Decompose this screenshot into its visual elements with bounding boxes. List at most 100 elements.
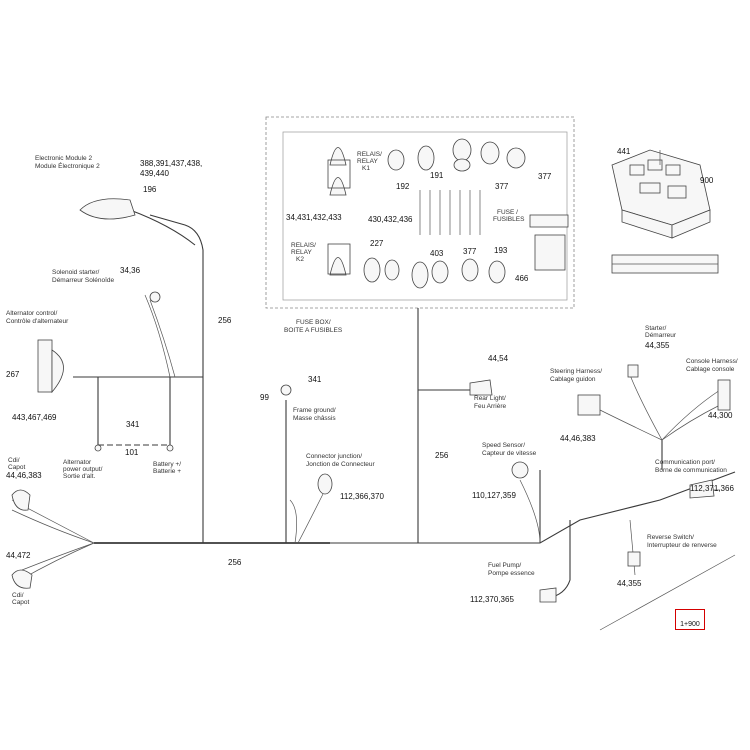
solenoid-connector <box>149 291 161 303</box>
reverse-switch-label: Reverse Switch/ <box>647 534 694 541</box>
svg-text:191: 191 <box>430 171 444 180</box>
starter-connector <box>627 364 639 378</box>
console-label: Console Harness/ <box>686 358 738 365</box>
comm-port-label: Communication port/ <box>655 459 715 466</box>
svg-text:227: 227 <box>370 239 384 248</box>
svg-text:FUSE /: FUSE / <box>497 209 518 216</box>
speed-sensor-part <box>511 461 529 479</box>
svg-text:Pompe essence: Pompe essence <box>488 570 535 577</box>
svg-text:BOITE A FUSIBLES: BOITE A FUSIBLES <box>284 327 343 334</box>
ecm-refs: 388,391,437,438, <box>140 159 202 168</box>
svg-text:Jonction de Connecteur: Jonction de Connecteur <box>306 461 375 468</box>
fuel-pump-label: Fuel Pump/ <box>488 562 521 569</box>
svg-text:Démarreur: Démarreur <box>645 332 677 339</box>
rear-light-connector <box>469 379 493 396</box>
fuse-box-label: FUSE BOX/ <box>296 319 331 326</box>
cdi-top-ref: 44,46,383 <box>6 471 42 480</box>
wire-256-c: 256 <box>435 451 449 460</box>
fuse-refs-b: 430,432,436 <box>368 215 413 224</box>
svg-text:K2: K2 <box>296 256 304 263</box>
svg-text:Cablage guidon: Cablage guidon <box>550 376 596 383</box>
reverse-switch-part <box>627 551 641 567</box>
frame-ground-label: Frame ground/ <box>293 407 336 414</box>
connector-parts <box>11 198 731 603</box>
comm-port-part <box>689 479 715 499</box>
ref-99: 99 <box>260 393 269 402</box>
svg-text:Batterie +: Batterie + <box>153 468 181 475</box>
fuel-pump-part <box>539 587 557 603</box>
svg-text:Capot: Capot <box>8 464 26 471</box>
cdi-bottom-ref: 44,472 <box>6 551 31 560</box>
ref-341-a: 341 <box>126 420 140 429</box>
starter-ref: 44,355 <box>645 341 670 350</box>
svg-text:FUSIBLES: FUSIBLES <box>493 216 525 223</box>
steering-label: Steering Harness/ <box>550 368 602 375</box>
svg-text:193: 193 <box>494 246 508 255</box>
ecm-refs2: 439,440 <box>140 169 169 178</box>
fuse-box-outline <box>265 116 575 309</box>
svg-text:RELAY: RELAY <box>291 249 312 256</box>
ref-101: 101 <box>125 448 139 457</box>
svg-text:Masse châssis: Masse châssis <box>293 415 336 422</box>
console-ref: 44,300 <box>708 411 733 420</box>
svg-text:403: 403 <box>430 249 444 258</box>
fuse-refs-a: 34,431,432,433 <box>286 213 342 222</box>
solenoid-label-fr: Démarreur Solénoïde <box>52 277 115 284</box>
speed-sensor-ref: 110,127,359 <box>472 491 516 500</box>
frame-ground-ring <box>280 384 292 396</box>
alternator-label-fr: Contrôle d'alternateur <box>6 318 69 325</box>
battery-label: Battery +/ <box>153 461 181 468</box>
rear-light-label: Rear Light/ <box>474 395 506 402</box>
console-connector <box>717 379 731 411</box>
solenoid-label: Solenoid starter/ <box>52 269 100 276</box>
wire-256-a: 256 <box>218 316 232 325</box>
alternator-ref-left: 267 <box>6 370 20 379</box>
svg-text:RELAY: RELAY <box>357 158 378 165</box>
ecm-label-fr: Module Électronique 2 <box>35 161 100 170</box>
svg-text:466: 466 <box>515 274 529 283</box>
svg-text:Cablage console: Cablage console <box>686 366 735 373</box>
ecm-ref-b: 196 <box>143 185 157 194</box>
fuse-box-components <box>327 138 569 289</box>
page-reference: 1+900 <box>680 621 700 628</box>
connector-junction-ref: 112,366,370 <box>340 492 384 501</box>
svg-text:Capot: Capot <box>12 599 30 606</box>
svg-text:RELAIS/: RELAIS/ <box>291 242 316 249</box>
wire-256-b: 256 <box>228 558 242 567</box>
cdi-bottom-label: Cdi/ <box>12 592 24 599</box>
comm-port-ref: 112,371,366 <box>690 484 734 493</box>
ecm-connector <box>79 198 136 220</box>
alternator-ref-bottom: 443,467,469 <box>12 413 57 422</box>
svg-text:Feu Arrière: Feu Arrière <box>474 403 507 410</box>
ref-341-b: 341 <box>308 375 322 384</box>
connector-junction-label: Connector junction/ <box>306 453 362 460</box>
page-reference-box: 1+900 <box>675 609 705 630</box>
alternator-connector <box>37 339 53 393</box>
box-ref-441: 441 <box>617 147 631 156</box>
svg-text:Sortie d'alt.: Sortie d'alt. <box>63 473 96 480</box>
cdi-bottom-connector <box>11 569 33 589</box>
speed-sensor-label: Speed Sensor/ <box>482 442 525 449</box>
svg-text:377: 377 <box>495 182 509 191</box>
connector-junction-part <box>317 473 333 495</box>
svg-text:Interrupteur de renverse: Interrupteur de renverse <box>647 542 717 549</box>
svg-text:RELAIS/: RELAIS/ <box>357 151 382 158</box>
svg-text:192: 192 <box>396 182 410 191</box>
ecm-label: Electronic Module 2 <box>35 155 92 162</box>
svg-text:377: 377 <box>538 172 552 181</box>
starter-label: Starter/ <box>645 325 667 332</box>
steering-ref: 44,46,383 <box>560 434 596 443</box>
svg-text:Alternator: Alternator <box>63 459 92 466</box>
cdi-top-label: Cdi/ <box>8 457 20 464</box>
steering-connector <box>577 394 601 416</box>
rear-light-ref: 44,54 <box>488 354 509 363</box>
cdi-top-connector <box>11 489 31 511</box>
svg-text:377: 377 <box>463 247 477 256</box>
box-ref-900: 900 <box>700 176 714 185</box>
svg-text:power output/: power output/ <box>63 466 103 473</box>
fuel-pump-ref: 112,370,365 <box>470 595 514 604</box>
diagram-labels: Electronic Module 2 Module Électronique … <box>6 147 738 606</box>
svg-text:Capteur de vitesse: Capteur de vitesse <box>482 450 537 457</box>
